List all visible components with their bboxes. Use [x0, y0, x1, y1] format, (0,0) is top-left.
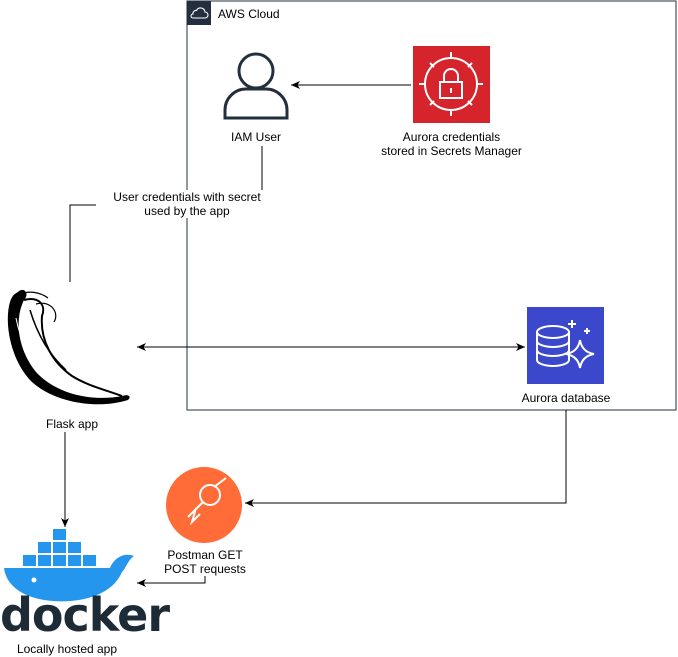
postman-label-line2: POST requests	[164, 562, 246, 576]
docker-whale-icon	[4, 529, 134, 602]
credentials-label-line1: User credentials with secret	[113, 190, 261, 204]
edge-postman-to-docker	[137, 574, 206, 587]
postman-astronaut-icon	[166, 467, 242, 543]
secrets-manager-icon	[413, 46, 490, 123]
aurora-database-icon	[527, 307, 604, 384]
edge-aurora-to-postman	[245, 410, 567, 507]
docker-label: Locally hosted app	[10, 642, 124, 656]
flask-horn-icon	[7, 289, 130, 405]
iam-user-label: IAM User	[213, 130, 299, 144]
database-icon	[536, 320, 595, 369]
postman-label: Postman GET POST requests	[158, 548, 252, 576]
secrets-label-line2: stored in Secrets Manager	[381, 144, 522, 158]
cloud-icon	[190, 7, 209, 19]
lock-icon	[439, 68, 463, 99]
aws-cloud-title: AWS Cloud	[218, 7, 280, 21]
user-icon	[223, 52, 289, 120]
postman-label-line1: Postman GET	[167, 548, 243, 562]
secrets-manager-label: Aurora credentials stored in Secrets Man…	[370, 130, 533, 158]
flask-app-label: Flask app	[30, 417, 114, 431]
docker-wordmark: docker	[0, 588, 170, 642]
secrets-label-line1: Aurora credentials	[402, 130, 501, 144]
aurora-database-label: Aurora database	[515, 391, 617, 405]
credentials-label-line2: used by the app	[144, 204, 230, 218]
connectors	[61, 81, 567, 587]
credentials-edge-label: User credentials with secret used by the…	[96, 190, 278, 218]
